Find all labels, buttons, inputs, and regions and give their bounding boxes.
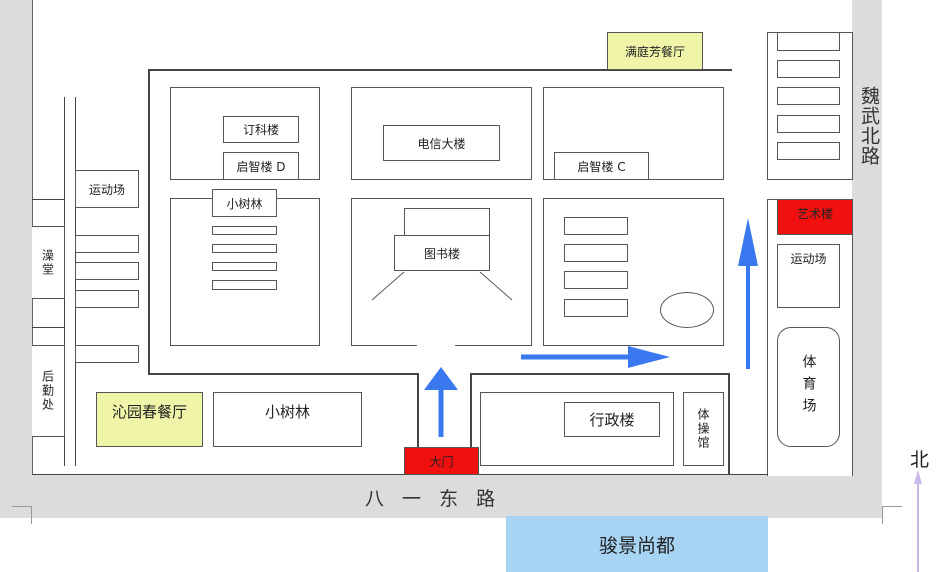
- dorm-bar: [212, 280, 277, 290]
- building-qizhi-c[interactable]: 启智楼 C: [554, 152, 649, 180]
- label: 体操馆: [696, 408, 710, 450]
- canteen-manting[interactable]: 满庭芳餐厅: [607, 32, 703, 70]
- label: 电信大楼: [417, 136, 466, 151]
- building-bar: [564, 299, 628, 317]
- arrow-up-east: [738, 218, 758, 369]
- road-weiwu-north: 魏武北路: [858, 86, 880, 166]
- outline: [470, 373, 728, 375]
- label: 澡堂: [40, 248, 55, 277]
- logistics-office[interactable]: 后勤处: [32, 345, 65, 437]
- dorm-bar: [777, 32, 840, 51]
- outline: [148, 69, 150, 374]
- outline: [75, 97, 77, 466]
- label: 启智楼 C: [577, 159, 626, 174]
- pond: [660, 292, 714, 328]
- label: 骏景尚都: [598, 534, 675, 557]
- label: 艺术楼: [796, 207, 833, 221]
- dorm-bar: [777, 60, 840, 78]
- building-library[interactable]: 图书楼: [394, 235, 490, 271]
- building-dianxin[interactable]: 电信大楼: [383, 125, 500, 161]
- dorm-bar: [75, 290, 139, 308]
- page-corner-mark: [882, 506, 902, 524]
- label: 行政楼: [589, 411, 635, 429]
- divider: [32, 327, 64, 329]
- label: 体育场: [800, 354, 817, 420]
- label: 启智楼 D: [236, 159, 286, 174]
- neighbor-junjing[interactable]: 骏景尚都: [506, 516, 768, 572]
- arrow-up-gate: [424, 367, 458, 437]
- dorm-bar: [777, 115, 840, 133]
- dorm-bar: [777, 87, 840, 105]
- bath-house[interactable]: 澡堂: [32, 226, 65, 299]
- dorm-bar: [777, 142, 840, 160]
- field-left[interactable]: 运动场: [75, 170, 139, 208]
- road-bayi-east: 八 一 东 路: [365, 488, 502, 510]
- library-entrance-gap: [417, 344, 455, 348]
- page-corner-mark: [12, 506, 32, 524]
- main-gate[interactable]: 大门: [404, 447, 479, 475]
- grove-bottom[interactable]: 小树林: [213, 392, 362, 447]
- gymnasium[interactable]: 体操馆: [683, 392, 724, 466]
- dorm-bar: [212, 226, 277, 235]
- block: [170, 198, 320, 346]
- dorm-bar: [212, 244, 277, 253]
- label: 沁园春餐厅: [111, 403, 187, 421]
- building-admin[interactable]: 行政楼: [564, 402, 660, 437]
- grove-top[interactable]: 小树林: [212, 189, 277, 217]
- building-bar: [564, 244, 628, 262]
- label: 图书楼: [423, 246, 460, 261]
- label: 小树林: [226, 196, 263, 211]
- building-art[interactable]: 艺术楼: [777, 199, 853, 235]
- library-top: [404, 208, 490, 236]
- building-bar: [564, 271, 628, 289]
- dorm-bar: [212, 262, 277, 271]
- divider: [32, 199, 64, 201]
- label: 小树林: [264, 403, 310, 421]
- building-qizhi-d[interactable]: 启智楼 D: [223, 152, 299, 180]
- arrow-right: [521, 346, 670, 368]
- dorm-bar: [75, 345, 139, 363]
- building-bar: [564, 217, 628, 235]
- dorm-bar: [75, 235, 139, 253]
- outline: [728, 373, 730, 475]
- field-right[interactable]: 运动场: [777, 244, 840, 308]
- outline: [148, 373, 417, 375]
- label: 运动场: [790, 252, 827, 266]
- outline: [417, 373, 419, 475]
- label: 满庭芳餐厅: [624, 44, 685, 59]
- label: 后勤处: [40, 370, 55, 412]
- outline: [148, 69, 732, 71]
- label: 大门: [429, 454, 454, 469]
- building-dingke[interactable]: 订科楼: [223, 116, 299, 143]
- stadium[interactable]: 体育场: [777, 327, 840, 447]
- north-arrow: [914, 470, 922, 572]
- north-label: 北: [910, 449, 930, 471]
- label: 订科楼: [242, 123, 279, 137]
- label: 运动场: [88, 182, 125, 197]
- outline: [470, 373, 472, 475]
- dorm-bar: [75, 262, 139, 280]
- canteen-qinyuan[interactable]: 沁园春餐厅: [96, 392, 203, 447]
